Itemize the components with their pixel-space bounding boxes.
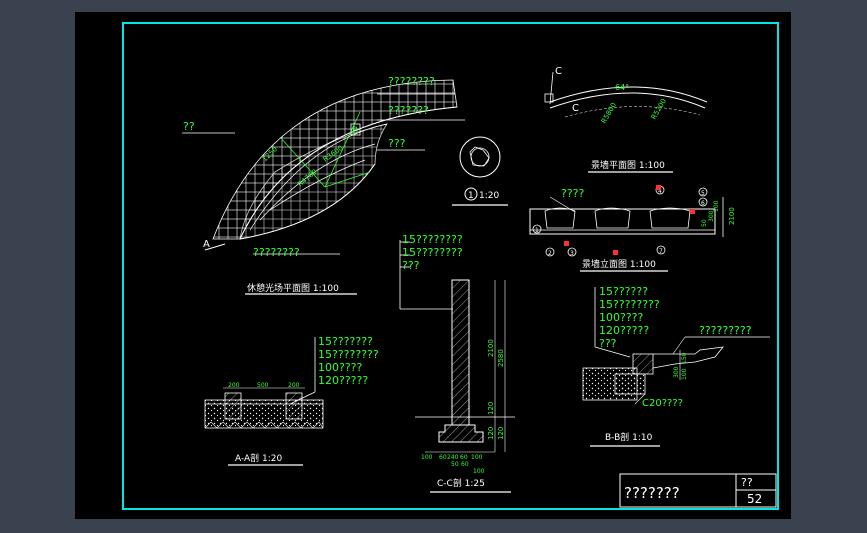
- section-cc-dim-2100: 2100: [487, 339, 495, 357]
- plaza-label-2: ???????: [388, 104, 429, 117]
- section-cc-dim-2580: 2580: [497, 349, 505, 367]
- section-cc-dim-b0: 100: [421, 454, 433, 461]
- section-bb-right-label: ?????????: [699, 324, 752, 337]
- axis-marker-6: 6: [698, 197, 708, 207]
- section-cc-dim-b2: 240: [447, 454, 459, 461]
- wall-elevation-title: 景墙立面图 1:100: [582, 258, 656, 270]
- title-block-code-label: ??: [741, 476, 753, 489]
- cad-drawing: 1250 R4700 R3600 ?? ???????? ??????? ???…: [122, 22, 779, 510]
- plaza-label-1: ????????: [388, 75, 435, 88]
- detail-number: 1: [468, 191, 474, 201]
- svg-text:6: 6: [701, 200, 705, 207]
- section-aa-label-3: 100????: [318, 361, 363, 374]
- wall-elevation: 2100 300 50 100 ???? 1 2 3 4 5 6 7 景墙立面图…: [529, 185, 736, 272]
- wall-plan-angle: 64°: [615, 83, 629, 92]
- section-cc-dim-b3: 60: [460, 454, 468, 461]
- section-aa-dim-3: 200: [288, 382, 300, 389]
- axis-marker-1: 1: [532, 224, 542, 234]
- section-bb-bottom-label: C20????: [642, 398, 683, 409]
- section-cc: 15???????? 15???????? ??? 2100 2580 120 …: [399, 233, 515, 493]
- section-aa: 15??????? 15???????? 100???? 120????? 20…: [204, 335, 379, 466]
- plaza-plan-title: 休憩光场平面图 1:100: [247, 282, 339, 294]
- plaza-plan: 1250 R4700 R3600 ?? ???????? ??????? ???…: [182, 75, 465, 295]
- detail-symbol: 1 1:20: [452, 136, 508, 206]
- section-cc-label-3: ???: [402, 259, 420, 272]
- axis-marker-7: 7: [656, 245, 666, 255]
- wall-elev-dim-2100: 2100: [728, 207, 736, 225]
- section-bb-label-5: ???: [599, 337, 617, 350]
- section-cc-label-2: 15????????: [402, 246, 463, 259]
- section-bb-title: B-B剖 1:10: [605, 431, 653, 443]
- section-cc-dim-120b: 120: [487, 427, 495, 440]
- section-cc-dim-b1: 60: [439, 454, 447, 461]
- section-cc-label-1: 15????????: [402, 233, 463, 246]
- section-bb-dim-150: 150: [681, 352, 688, 364]
- section-bb-label-2: 15????????: [599, 298, 660, 311]
- wall-elev-label: ????: [561, 187, 585, 200]
- section-aa-dim-1: 200: [228, 382, 240, 389]
- svg-text:5: 5: [701, 190, 705, 197]
- section-cc-dim-120c: 120: [497, 427, 505, 440]
- section-bb: 15?????? 15???????? 100???? 120????? ???…: [582, 285, 770, 447]
- detail-scale: 1:20: [479, 191, 499, 201]
- wall-plan-section-c-bottom: C: [572, 103, 579, 114]
- section-aa-label-1: 15???????: [318, 335, 373, 348]
- section-aa-label-2: 15????????: [318, 348, 379, 361]
- section-bb-dim-300: 300: [673, 366, 680, 378]
- section-bb-label-3: 100????: [599, 311, 644, 324]
- plaza-label-4: ????????: [253, 246, 300, 259]
- section-bb-label-1: 15??????: [599, 285, 648, 298]
- outer-frame: [122, 22, 779, 510]
- title-block-drawing-name: ???????: [624, 484, 680, 502]
- plaza-section-b: B: [352, 126, 358, 136]
- axis-marker-5: 5: [698, 187, 708, 197]
- section-cc-dim-b6: 60: [461, 461, 469, 468]
- svg-text:3: 3: [570, 250, 574, 257]
- section-cc-title: C-C剖 1:25: [437, 477, 485, 489]
- section-aa-label-4: 120?????: [318, 374, 368, 387]
- section-aa-dim-2: 500: [257, 382, 269, 389]
- drawing-sheet: 1250 R4700 R3600 ?? ???????? ??????? ???…: [75, 12, 791, 519]
- wall-plan-section-c-top: C: [555, 66, 562, 77]
- section-cc-dim-b5: 50: [451, 461, 459, 468]
- axis-marker-group: 1 2 3 4 5 6 7: [532, 185, 708, 257]
- section-aa-title: A-A剖 1:20: [235, 452, 283, 464]
- section-cc-dim-b4: 100: [471, 454, 483, 461]
- plaza-label-3: ???: [388, 137, 406, 150]
- section-cc-dim-b7: 100: [473, 468, 485, 475]
- svg-text:1: 1: [535, 227, 539, 234]
- axis-marker-2: 2: [545, 247, 555, 257]
- wall-plan-title: 景墙平面图 1:100: [591, 159, 665, 171]
- wall-elev-dim-300: 300: [708, 210, 715, 222]
- wall-plan: C C 64° R5800 R5200 景墙平面图 1:100: [544, 66, 708, 173]
- svg-text:2: 2: [548, 250, 552, 257]
- section-cc-dim-120a: 120: [487, 402, 495, 415]
- wall-elev-dim-100: 100: [713, 200, 720, 212]
- svg-text:4: 4: [658, 188, 662, 195]
- plaza-section-a: A: [203, 239, 210, 250]
- section-bb-dim-100: 100: [681, 368, 688, 380]
- wall-plan-dim-1: R5800: [600, 101, 618, 125]
- plaza-left-label: ??: [183, 120, 195, 133]
- axis-marker-3: 3: [567, 247, 577, 257]
- wall-elev-dim-50: 50: [701, 219, 708, 227]
- svg-text:7: 7: [659, 248, 663, 255]
- section-bb-label-4: 120?????: [599, 324, 649, 337]
- title-block: ??????? ?? 52: [619, 473, 777, 508]
- wall-plan-dim-2: R5200: [650, 97, 668, 121]
- title-block-number: 52: [747, 492, 762, 506]
